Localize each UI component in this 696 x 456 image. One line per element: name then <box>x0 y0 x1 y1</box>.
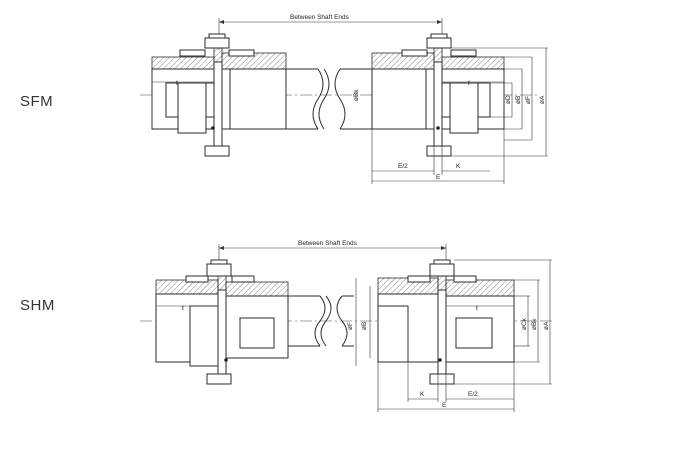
shm-shaft-ends-dimension: Between Shaft Ends <box>218 240 447 276</box>
sfm-shaft-ends-dimension: Between Shaft Ends <box>218 14 443 50</box>
shm-right-top-bolt <box>429 263 455 277</box>
shm-left-dia-b: øB <box>361 322 368 330</box>
sfm-dim-e-half: E/2 <box>398 163 408 170</box>
sfm-left-top-bolt <box>204 37 230 49</box>
sfm-drawing: Between Shaft Ends ℓ <box>140 14 548 184</box>
sfm-bore-label: øBk <box>353 89 360 101</box>
sfm-shaft-ends-text: Between Shaft Ends <box>290 14 350 21</box>
sfm-right-hub: ℓ <box>371 33 505 157</box>
shm-right-bottom-bolt <box>429 373 455 385</box>
sfm-left-bottom-bolt <box>204 145 230 157</box>
shm-dia-bk: øBk <box>531 318 538 330</box>
shm-model-label: SHM <box>20 297 55 314</box>
sfm-dim-k: K <box>456 163 461 170</box>
sfm-diameter-dims: øD øB øF øA <box>442 47 548 157</box>
sfm-dia-f: øF <box>525 96 532 104</box>
shm-drawing: Between Shaft Ends ℓ <box>140 240 555 412</box>
shm-diameter-dims: øCk øBk øA <box>454 259 552 385</box>
shm-left-hub: ℓ <box>155 259 289 385</box>
shm-dim-k: K <box>420 391 425 398</box>
sfm-right-top-bolt <box>426 37 452 49</box>
shm-left-dia-f: øF <box>347 322 354 330</box>
sfm-shaft: øBk <box>286 68 372 130</box>
shm-dim-e: E <box>442 402 447 409</box>
sfm-right-l-label: ℓ <box>468 80 471 87</box>
shm-right-bolt-dot <box>438 358 442 362</box>
shm-left-l-label: ℓ <box>182 305 185 312</box>
shm-dia-ck: øCk <box>521 317 528 330</box>
shm-left-bolt-dot <box>224 358 228 362</box>
sfm-dim-e: E <box>436 174 441 181</box>
shm-shaft-ends-text: Between Shaft Ends <box>298 240 358 247</box>
sfm-left-bolt-dot <box>211 126 215 130</box>
sfm-model-label: SFM <box>20 93 54 110</box>
sfm-left-hub: ℓ <box>151 33 287 157</box>
shm-right-l-label: ℓ <box>476 305 479 312</box>
sfm-dia-d: øD <box>505 95 512 104</box>
shm-bottom-dims: K E/2 E <box>377 362 515 412</box>
sfm-dia-a: øA <box>539 95 546 104</box>
shm-left-bottom-bolt <box>206 373 232 385</box>
shm-dim-e-half: E/2 <box>468 391 478 398</box>
shm-right-hub: ℓ <box>377 259 515 385</box>
sfm-right-bolt-dot <box>436 126 440 130</box>
shm-shaft: øF øB <box>288 278 371 366</box>
shm-left-top-bolt <box>206 263 232 277</box>
sfm-right-bottom-bolt <box>426 145 452 157</box>
sfm-left-l-label: ℓ <box>176 80 179 87</box>
shm-dia-a: øA <box>543 321 550 330</box>
sfm-dia-b: øB <box>515 96 522 104</box>
sfm-bottom-dims: E/2 K E <box>371 129 505 184</box>
